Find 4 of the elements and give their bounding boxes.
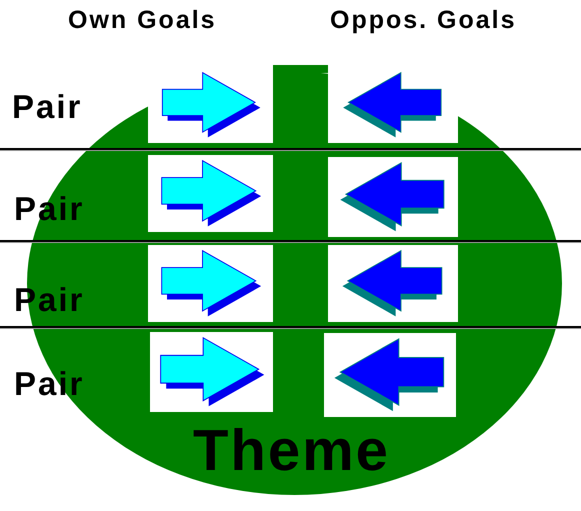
column-heading: Oppos. Goals <box>330 8 517 33</box>
row-label: Pair <box>12 90 82 123</box>
theme-label: Theme <box>193 422 390 480</box>
column-heading: Own Goals <box>68 8 217 33</box>
